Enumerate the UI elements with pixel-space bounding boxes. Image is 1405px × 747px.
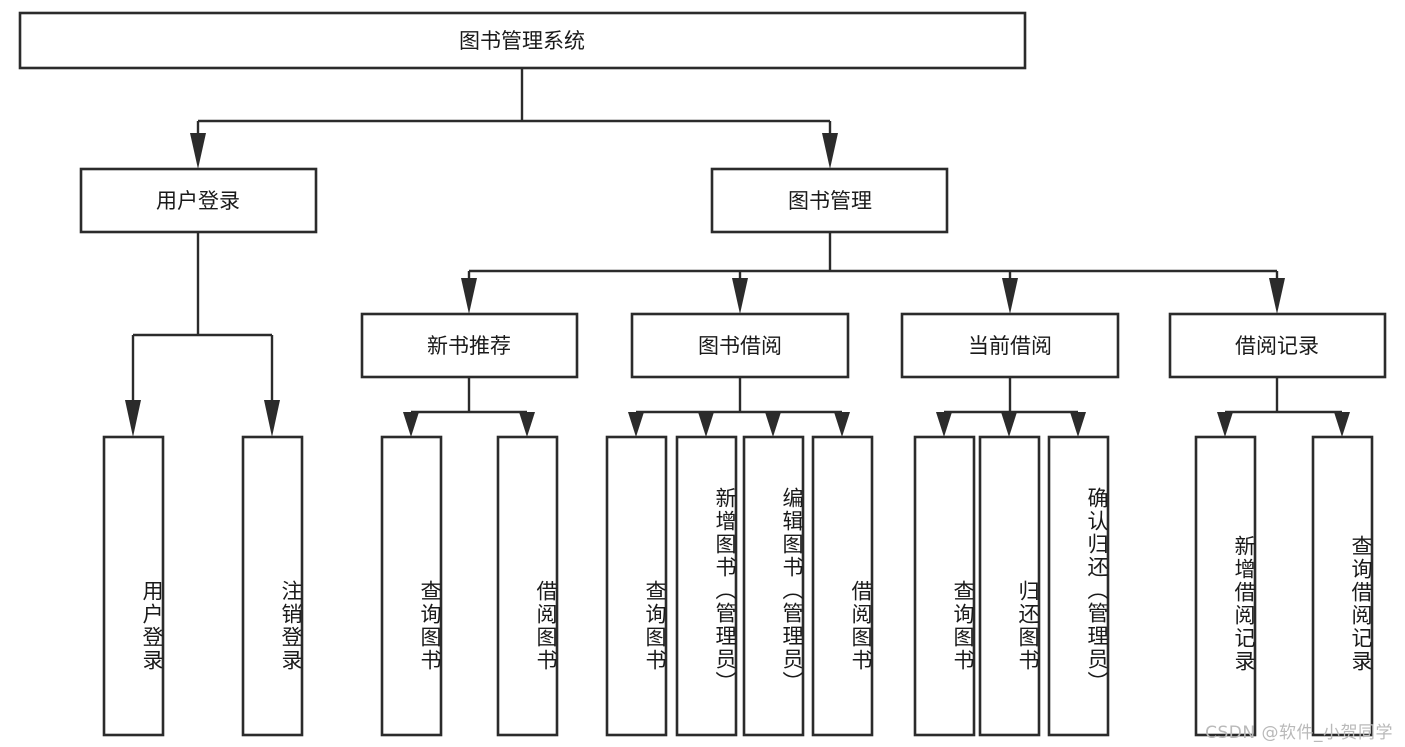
node-borrow-record[interactable] — [1168, 312, 1387, 379]
arrow-head-leaf-borrow-book-2 — [834, 412, 850, 437]
node-group: 图书管理系统 用户登录 图书管理 新书推荐 图书借阅 当前借阅 借阅记录 — [18, 11, 1387, 737]
watermark-text: CSDN @软件_小贺同学 — [1205, 723, 1393, 743]
node-current-borrow[interactable] — [900, 312, 1120, 379]
arrow-head-leaf-logout — [264, 400, 280, 437]
node-leaf-query-book-3[interactable] — [913, 435, 976, 737]
node-leaf-add-record[interactable] — [1194, 435, 1257, 737]
node-root-label: 图书管理系统 — [459, 29, 585, 53]
node-book-borrow[interactable] — [630, 312, 850, 379]
node-leaf-add-book[interactable] — [675, 435, 738, 737]
node-leaf-query-record[interactable] — [1311, 435, 1374, 737]
node-borrow-record-label: 借阅记录 — [1235, 334, 1319, 358]
arrow-head-new-book-rec — [461, 278, 477, 314]
node-user-login[interactable] — [79, 167, 318, 234]
arrow-head-book-manage — [822, 133, 838, 169]
arrow-head-leaf-query-book-1 — [403, 412, 419, 437]
arrow-head-leaf-edit-book — [765, 412, 781, 437]
arrow-head-user-login — [190, 133, 206, 169]
arrow-head-leaf-user-login — [125, 400, 141, 437]
arrow-head-leaf-confirm-return — [1070, 412, 1086, 437]
node-book-borrow-label: 图书借阅 — [698, 334, 782, 358]
node-leaf-borrow-book-2[interactable] — [811, 435, 874, 737]
node-current-borrow-label: 当前借阅 — [968, 334, 1052, 358]
node-new-book-rec[interactable] — [360, 312, 579, 379]
node-new-book-rec-label: 新书推荐 — [427, 334, 511, 358]
node-book-manage[interactable] — [710, 167, 949, 234]
node-leaf-return-book[interactable] — [978, 435, 1041, 737]
arrow-head-leaf-add-record — [1217, 412, 1233, 437]
arrow-head-leaf-return-book — [1001, 412, 1017, 437]
arrow-head-borrow-record — [1269, 278, 1285, 314]
node-leaf-query-book-1[interactable] — [380, 435, 443, 737]
arrow-head-leaf-add-book — [698, 412, 714, 437]
arrow-head-leaf-query-record — [1334, 412, 1350, 437]
node-book-manage-label: 图书管理 — [788, 189, 872, 213]
node-user-login-label: 用户登录 — [156, 189, 240, 213]
node-root[interactable] — [18, 11, 1027, 70]
node-leaf-confirm-return[interactable] — [1047, 435, 1110, 737]
node-leaf-query-book-2[interactable] — [605, 435, 668, 737]
edge-group — [125, 68, 1350, 437]
node-leaf-user-login[interactable] — [102, 435, 165, 737]
arrow-head-leaf-borrow-book-1 — [519, 412, 535, 437]
arrow-head-leaf-query-book-2 — [628, 412, 644, 437]
arrow-head-current-borrow — [1002, 278, 1018, 314]
node-leaf-logout[interactable] — [241, 435, 304, 737]
arrow-head-leaf-query-book-3 — [936, 412, 952, 437]
node-leaf-borrow-book-1[interactable] — [496, 435, 559, 737]
arrow-head-book-borrow — [732, 278, 748, 314]
node-leaf-edit-book[interactable] — [742, 435, 805, 737]
